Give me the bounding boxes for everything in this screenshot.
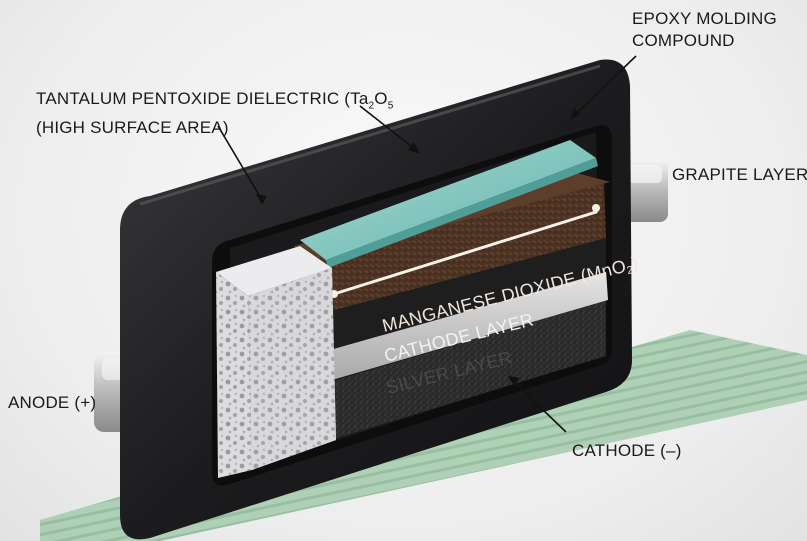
- label-epoxy: EPOXY MOLDING COMPOUND: [632, 9, 777, 50]
- cathode-layer: [330, 236, 606, 350]
- leader-lines: [217, 55, 637, 433]
- label-cathode-terminal: CATHODE (–): [572, 441, 682, 460]
- label-anode: ANODE (+): [8, 393, 97, 412]
- label-graphite: GRAPITE LAYER: [672, 165, 807, 184]
- cathode-base-texture: [330, 300, 606, 440]
- right-terminal: [622, 160, 668, 222]
- silver-layer: [330, 270, 608, 380]
- manganese-layer: [300, 180, 606, 318]
- label-dielectric: TANTALUM PENTOXIDE DIELECTRIC (Ta2O5 (HI…: [36, 89, 394, 138]
- porous-tantalum-block: [216, 246, 336, 478]
- graphite-glass-layer: [300, 140, 598, 268]
